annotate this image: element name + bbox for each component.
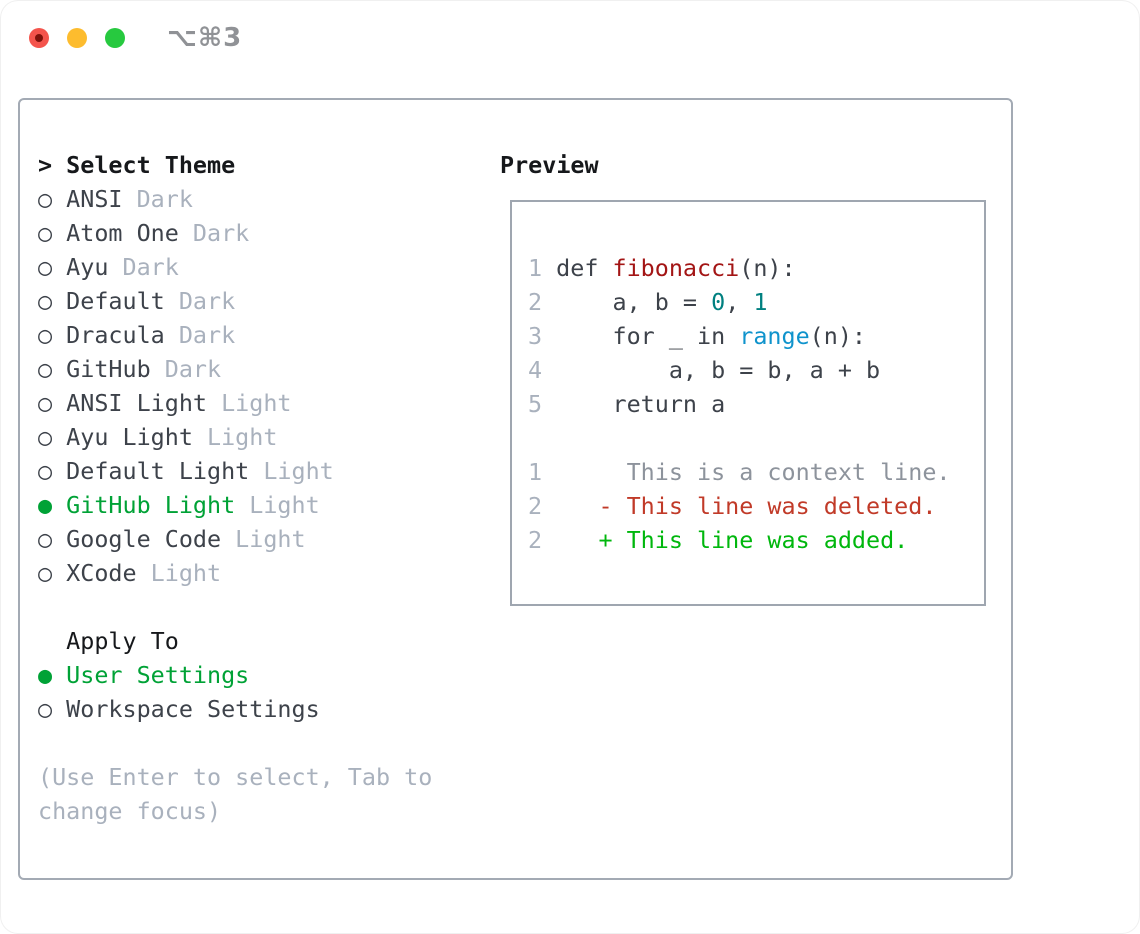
preview-box: 1 def fibonacci(n): 2 a, b = 0, 1 3 for _ … — [510, 200, 986, 606]
theme-variant-label: Light — [221, 525, 306, 553]
theme-option[interactable]: ○ ANSI Light Light — [38, 386, 468, 420]
radio-icon: ○ — [38, 253, 67, 281]
code-line: 1 def fibonacci(n): — [528, 254, 796, 282]
radio-selected-icon: ● — [38, 491, 67, 519]
theme-name: GitHub Light — [66, 491, 236, 519]
zoom-button[interactable] — [105, 28, 125, 48]
theme-variant-label: Light — [207, 389, 292, 417]
theme-variant-label: Light — [249, 457, 334, 485]
theme-variant-label: Dark — [164, 287, 236, 315]
theme-option[interactable]: ○ Google Code Light — [38, 522, 468, 556]
code-line — [528, 217, 984, 251]
close-button[interactable] — [29, 28, 49, 48]
theme-option[interactable]: ○ GitHub Dark — [38, 352, 468, 386]
radio-icon: ○ — [38, 457, 67, 485]
radio-icon: ○ — [38, 525, 67, 553]
theme-name: Ayu Light — [66, 423, 193, 451]
theme-name: Google Code — [66, 525, 222, 553]
theme-variant-label: Dark — [164, 321, 236, 349]
theme-select-column: > Select Theme ○ ANSI Dark○ Atom One Dar… — [38, 148, 468, 828]
theme-picker-panel: > Select Theme ○ ANSI Dark○ Atom One Dar… — [18, 98, 1013, 880]
radio-selected-icon: ● — [38, 661, 67, 689]
apply-to-section: Apply To ● User Settings○ Workspace Sett… — [38, 624, 468, 726]
theme-variant-label: Dark — [122, 185, 193, 213]
radio-icon: ○ — [38, 185, 67, 213]
theme-variant-label: Dark — [150, 355, 222, 383]
theme-variant-label: Dark — [108, 253, 179, 281]
code-line: 3 for _ in range(n): — [528, 322, 867, 350]
apply-to-title: Apply To — [66, 627, 179, 655]
window-shortcut-label: ⌥⌘3 — [167, 23, 243, 53]
code-line: 5 return a — [528, 390, 726, 418]
cursor-icon: > — [38, 151, 67, 179]
keyboard-hint: (Use Enter to select, Tab to change focu… — [38, 763, 433, 825]
theme-name: Ayu — [66, 253, 109, 281]
apply-to-option[interactable]: ● User Settings — [38, 658, 468, 692]
theme-option[interactable]: ○ Dracula Dark — [38, 318, 468, 352]
select-theme-title: Select Theme — [66, 151, 236, 179]
code-line: 1 This is a context line. — [528, 458, 951, 486]
preview-title: Preview — [500, 151, 599, 179]
theme-name: Default Light — [66, 457, 250, 485]
theme-option[interactable]: ○ ANSI Dark — [38, 182, 468, 216]
theme-name: Default — [66, 287, 165, 315]
apply-to-label: User Settings — [66, 661, 250, 689]
radio-icon: ○ — [38, 287, 67, 315]
theme-option[interactable]: ○ Default Dark — [38, 284, 468, 318]
radio-icon: ○ — [38, 559, 67, 587]
radio-icon: ○ — [38, 219, 67, 247]
theme-name: GitHub — [66, 355, 151, 383]
code-line: 2 + This line was added. — [528, 526, 909, 554]
theme-name: XCode — [66, 559, 137, 587]
theme-option[interactable]: ○ Ayu Light Light — [38, 420, 468, 454]
theme-name: ANSI — [66, 185, 123, 213]
apply-to-label: Workspace Settings — [66, 695, 320, 723]
code-line: 2 - This line was deleted. — [528, 492, 937, 520]
radio-icon: ○ — [38, 423, 67, 451]
theme-variant-label: Light — [192, 423, 278, 451]
select-theme-header: > Select Theme — [38, 148, 468, 182]
radio-icon: ○ — [38, 389, 67, 417]
apply-to-option[interactable]: ○ Workspace Settings — [38, 692, 468, 726]
theme-option[interactable]: ○ Default Light Light — [38, 454, 468, 488]
theme-name: Atom One — [66, 219, 179, 247]
apply-to-list: ● User Settings○ Workspace Settings — [38, 658, 468, 726]
radio-icon: ○ — [38, 355, 67, 383]
theme-variant-label: Dark — [178, 219, 250, 247]
theme-name: Dracula — [66, 321, 165, 349]
theme-name: ANSI Light — [66, 389, 207, 417]
theme-option[interactable]: ○ Ayu Dark — [38, 250, 468, 284]
code-line: 2 a, b = 0, 1 — [528, 288, 768, 316]
title-bar: ⌥⌘3 — [0, 0, 1140, 76]
code-line — [528, 421, 984, 455]
theme-option[interactable]: ○ XCode Light — [38, 556, 468, 590]
theme-variant-label: Light — [235, 491, 320, 519]
theme-variant-label: Light — [136, 559, 222, 587]
radio-icon: ○ — [38, 321, 67, 349]
theme-option[interactable]: ● GitHub Light Light — [38, 488, 468, 522]
theme-option[interactable]: ○ Atom One Dark — [38, 216, 468, 250]
radio-icon: ○ — [38, 695, 67, 723]
code-line: 4 a, b = b, a + b — [528, 356, 881, 384]
minimize-button[interactable] — [67, 28, 87, 48]
theme-list: ○ ANSI Dark○ Atom One Dark○ Ayu Dark○ De… — [38, 182, 468, 590]
